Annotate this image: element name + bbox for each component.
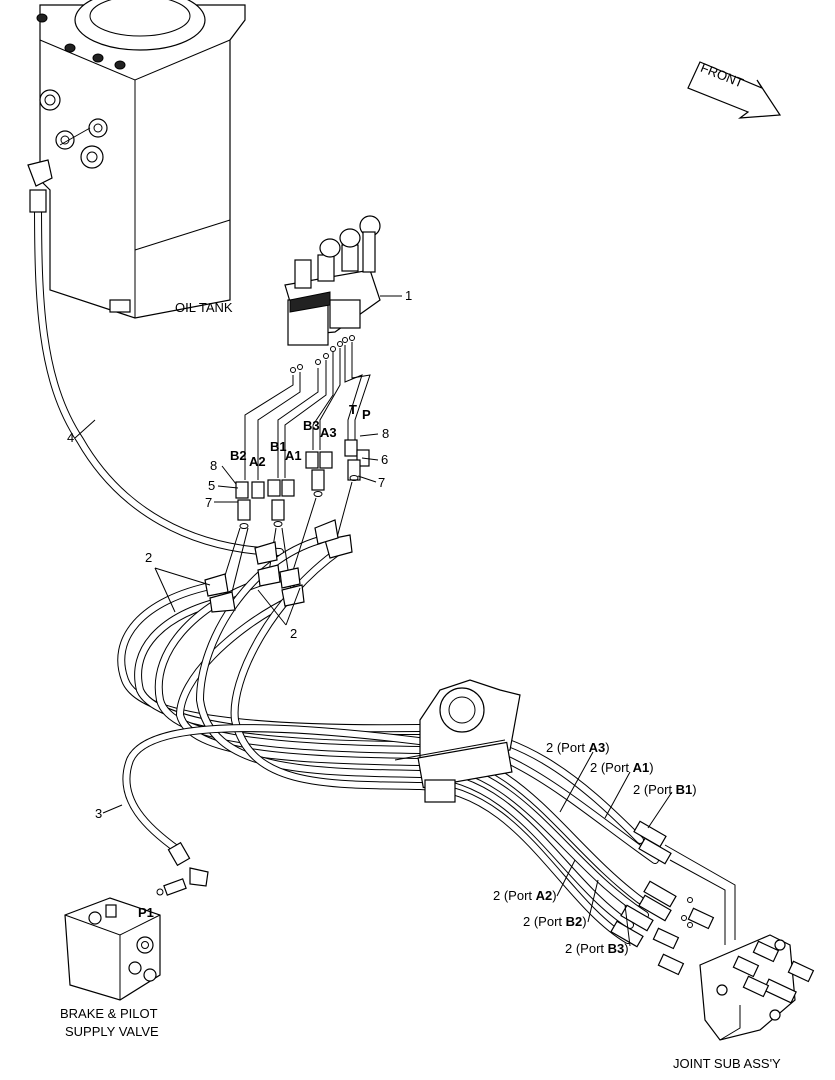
pilot-lines <box>244 335 371 480</box>
callout-3: 3 <box>95 806 102 821</box>
callout-2-lower: 2 <box>290 626 297 641</box>
hose-bracket <box>394 679 521 803</box>
oil-tank <box>36 0 246 319</box>
callout-6: 6 <box>381 452 388 467</box>
hose-callout-a2: 2 (Port A2) <box>493 888 557 903</box>
hose-callout-a3: 2 (Port A3) <box>546 740 610 755</box>
hose-callout-b3: 2 (Port B3) <box>565 941 629 956</box>
callout-8-left: 8 <box>210 458 217 473</box>
fittings <box>204 439 370 613</box>
leader-lines <box>74 295 673 947</box>
callout-2-upper: 2 <box>145 550 152 565</box>
port-b2-label: B2 <box>230 448 247 463</box>
brake-pilot-valve <box>64 878 187 1001</box>
hose-callout-a1: 2 (Port A1) <box>590 760 654 775</box>
oil-tank-label: OIL TANK <box>175 300 233 315</box>
p1-label: P1 <box>138 905 154 920</box>
port-a1-label: A1 <box>285 448 302 463</box>
joint-sub-assy-label: JOINT SUB ASS'Y <box>673 1056 781 1071</box>
port-b3-label: B3 <box>303 418 320 433</box>
front-arrow: FRONT <box>687 60 782 119</box>
hose-4 <box>27 159 284 556</box>
callout-7-right: 7 <box>378 475 385 490</box>
port-a3-label: A3 <box>320 425 337 440</box>
callout-4: 4 <box>67 430 74 445</box>
hose-port-callouts: 2 (Port A3) 2 (Port A1) 2 (Port B1) 2 (Port… <box>493 740 697 956</box>
callout-8-right: 8 <box>382 426 389 441</box>
hose-3 <box>122 724 454 887</box>
callout-1: 1 <box>405 288 412 303</box>
brake-valve-label-line1: BRAKE & PILOT <box>60 1006 158 1021</box>
port-t-label: T <box>349 402 357 417</box>
port-b1-label: B1 <box>270 439 287 454</box>
port-p-label: P <box>362 407 371 422</box>
pilot-valve <box>284 215 381 346</box>
hose-callout-b1: 2 (Port B1) <box>633 782 697 797</box>
text-labels: OIL TANK BRAKE & PILOT SUPPLY VALVE JOIN… <box>60 288 781 1071</box>
brake-valve-label-line2: SUPPLY VALVE <box>65 1024 159 1039</box>
joint-sub-assy <box>652 897 815 1041</box>
callout-5: 5 <box>208 478 215 493</box>
hose-callout-b2: 2 (Port B2) <box>523 914 587 929</box>
port-a2-label: A2 <box>249 454 266 469</box>
right-hose-ends <box>610 820 736 948</box>
callout-7-left: 7 <box>205 495 212 510</box>
